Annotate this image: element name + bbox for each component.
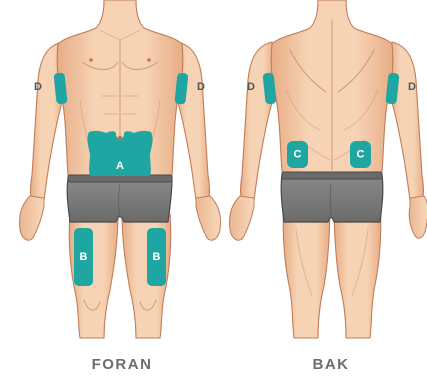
back-right-arm bbox=[390, 42, 424, 200]
back-shorts bbox=[281, 174, 383, 222]
back-figure: C C D D bbox=[229, 0, 427, 338]
zone-d-front-left-label: D bbox=[34, 81, 42, 93]
zone-c-left-label: C bbox=[294, 149, 302, 161]
front-right-hand bbox=[196, 196, 221, 240]
back-view-caption: BAK bbox=[271, 356, 391, 373]
front-figure: A B B D D bbox=[19, 0, 220, 338]
zone-d-front-right-label: D bbox=[197, 81, 205, 93]
zone-b-left-label: B bbox=[80, 251, 88, 263]
zone-a-label: A bbox=[116, 160, 124, 172]
zone-d-back-right-label: D bbox=[408, 81, 416, 93]
zone-d-back-left-label: D bbox=[247, 81, 255, 93]
back-left-hand bbox=[229, 196, 254, 240]
back-left-arm bbox=[241, 42, 275, 200]
front-left-hand bbox=[19, 196, 44, 240]
zone-c-right-label: C bbox=[357, 149, 365, 161]
back-right-hand bbox=[409, 196, 427, 238]
front-waistband bbox=[68, 175, 172, 182]
zone-b-right-label: B bbox=[153, 251, 161, 263]
navel bbox=[118, 136, 122, 140]
back-waistband bbox=[282, 172, 382, 179]
front-view-caption: FORAN bbox=[62, 356, 182, 373]
